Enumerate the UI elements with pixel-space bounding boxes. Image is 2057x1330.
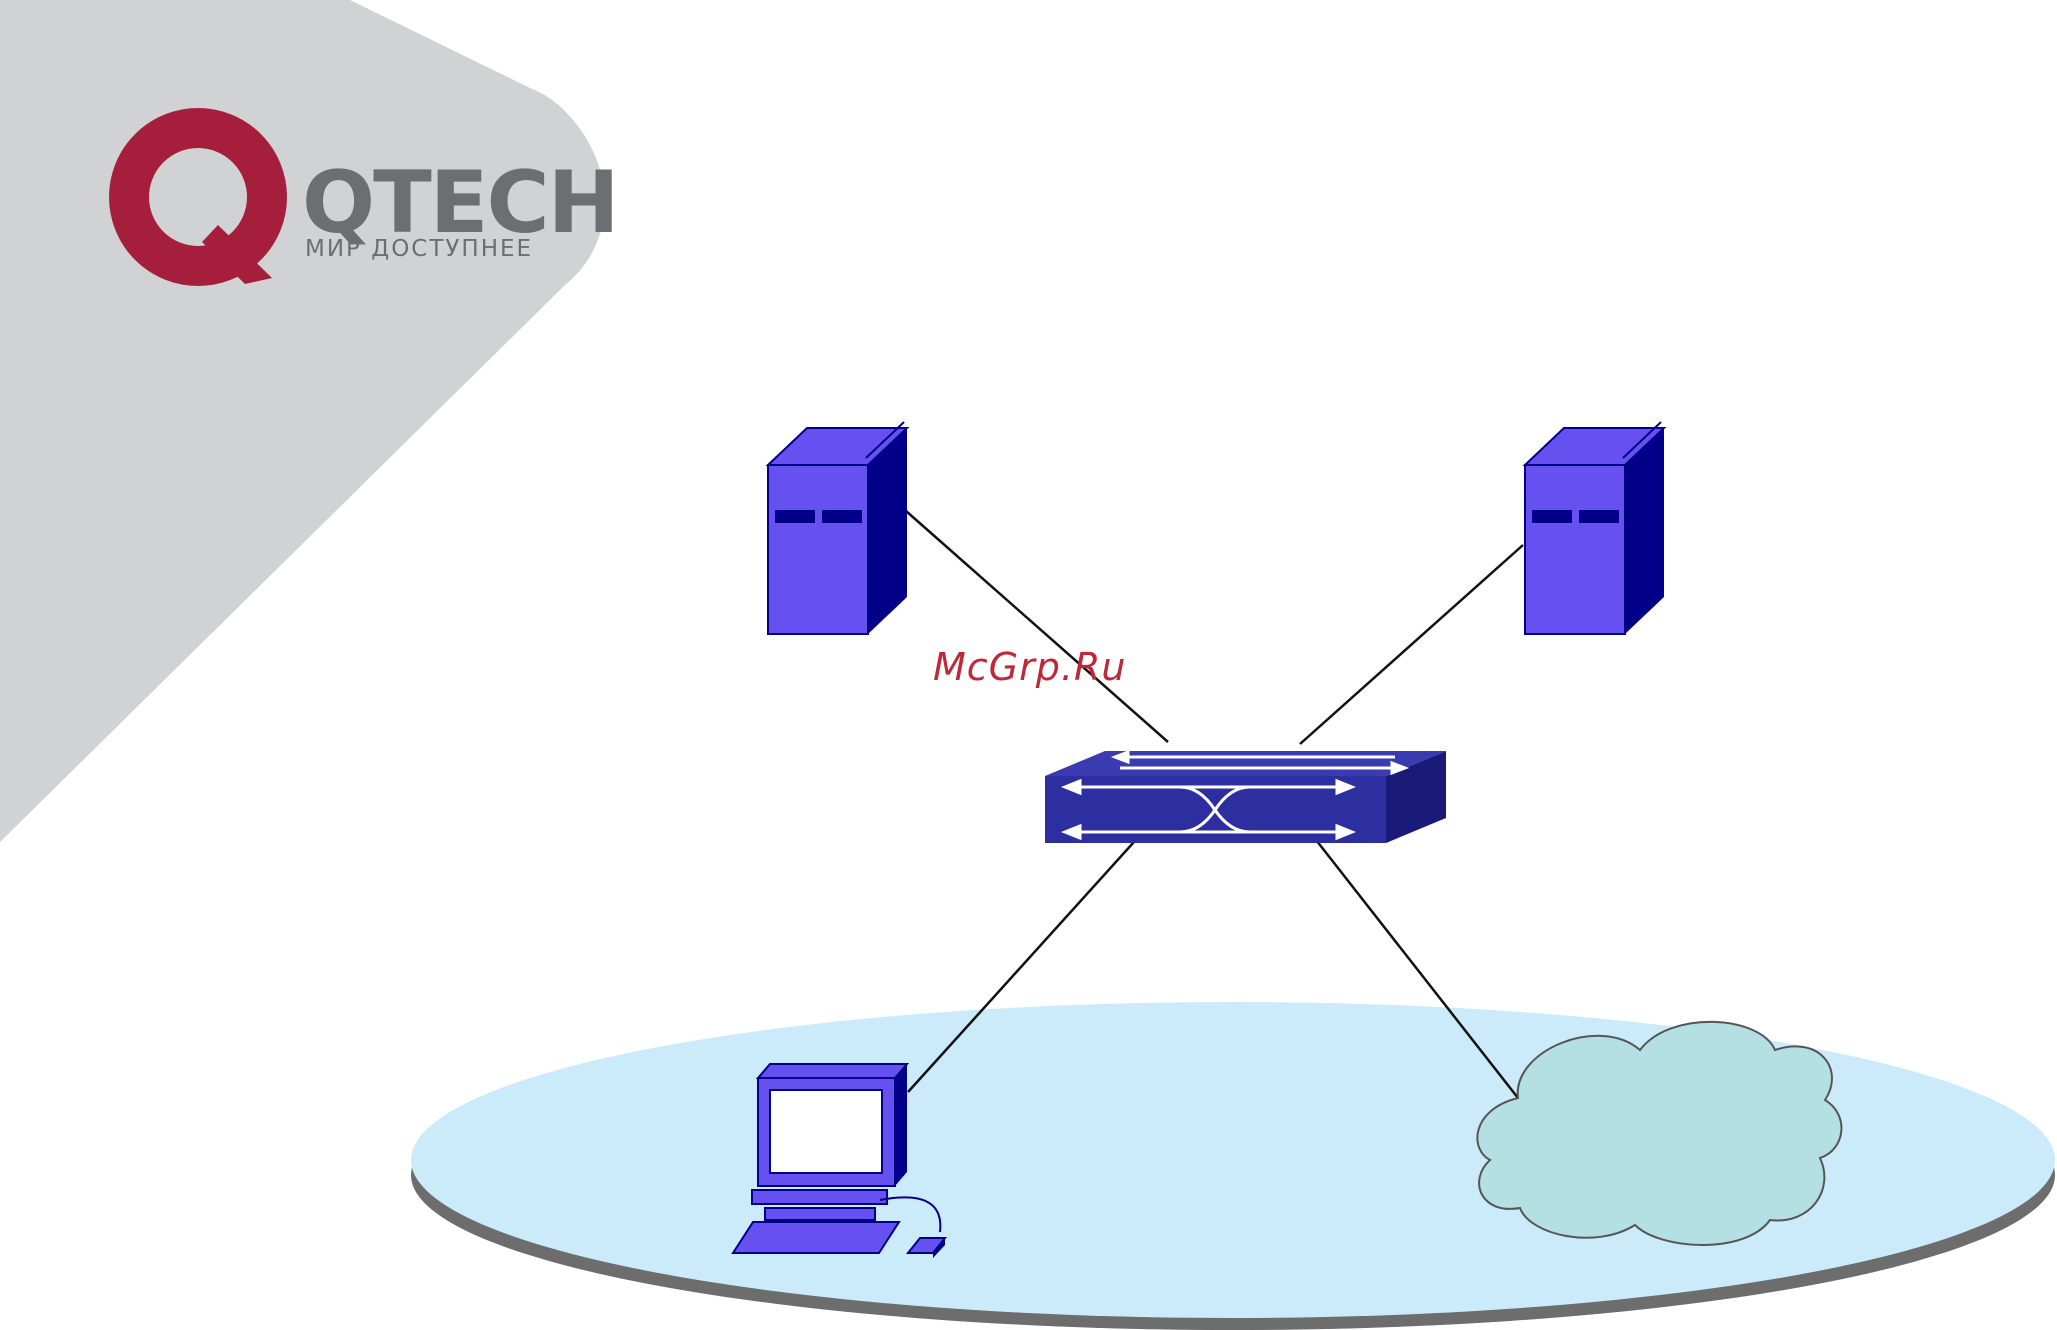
switch-icon: [1045, 751, 1446, 843]
link-server-left-switch: [906, 511, 1168, 742]
brand-slogan: МИР ДОСТУПНЕЕ: [305, 236, 533, 262]
link-server-right-switch: [1300, 545, 1523, 744]
server-right-icon: [1525, 422, 1664, 634]
brand-banner: [0, 0, 605, 842]
watermark-text: McGrp.Ru: [933, 645, 1126, 689]
server-left-icon: [768, 422, 907, 634]
